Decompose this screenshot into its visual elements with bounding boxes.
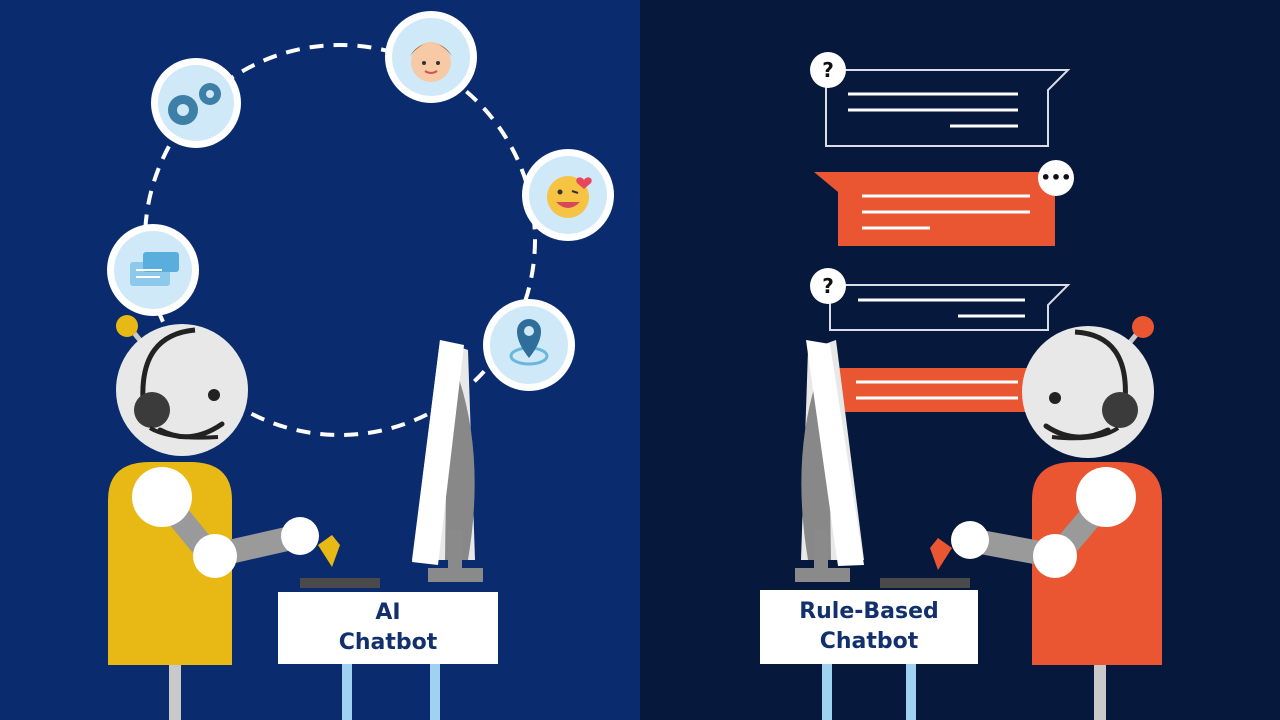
answer-bubble-2 xyxy=(832,368,1027,412)
question-badge-2: ? xyxy=(822,274,834,298)
rule-based-chatbot-label: Rule-Based Chatbot xyxy=(760,590,978,664)
question-bubble-1 xyxy=(810,52,1071,147)
question-bubble-2 xyxy=(810,268,1071,331)
rule-based-desk xyxy=(795,340,970,720)
ai-chatbot-label: AI Chatbot xyxy=(278,592,498,664)
ai-desk xyxy=(300,340,483,720)
face-avatar-icon xyxy=(385,11,477,103)
location-pin-icon xyxy=(483,299,575,391)
chat-screen-icon xyxy=(107,224,199,316)
answer-bubble-1 xyxy=(814,160,1074,246)
smiley-emoji-icon xyxy=(522,149,614,241)
ai-robot xyxy=(108,315,340,720)
rule-based-robot xyxy=(930,316,1162,720)
question-badge-1: ? xyxy=(822,58,834,82)
ellipsis-badge: ••• xyxy=(1041,168,1072,187)
gears-icon xyxy=(151,58,241,148)
